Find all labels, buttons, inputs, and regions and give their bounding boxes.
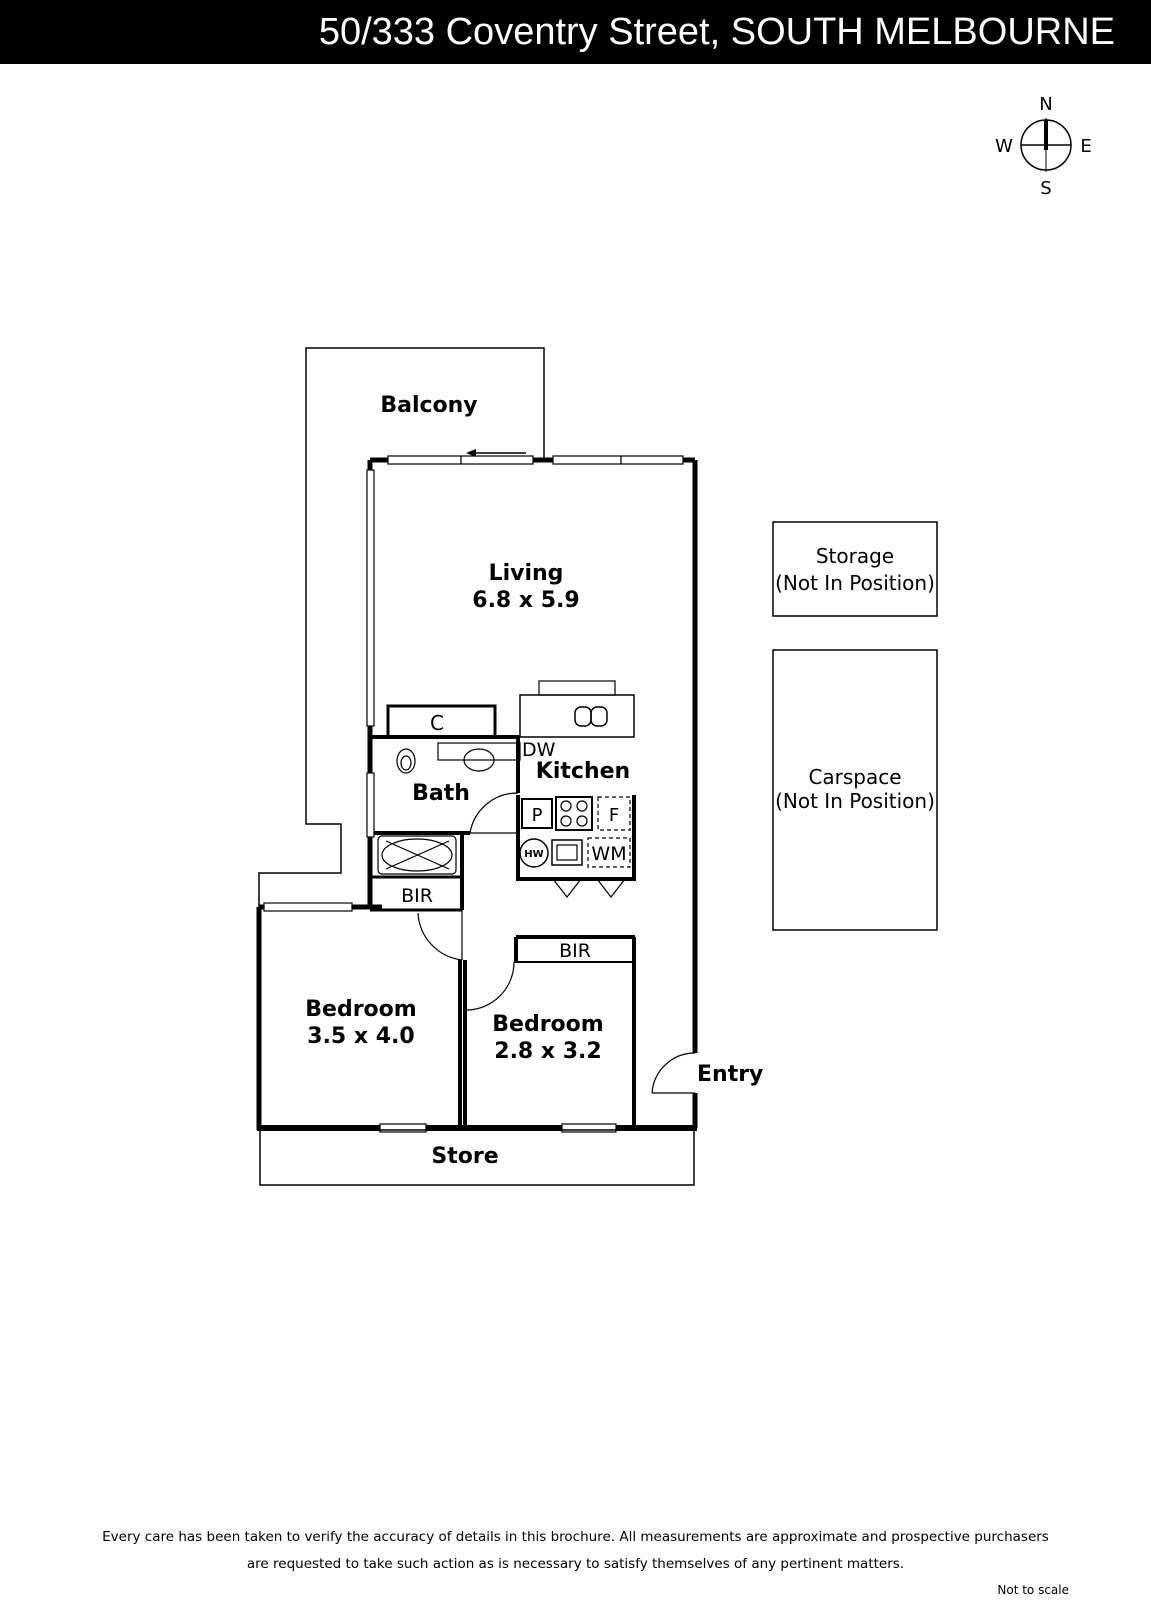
carspace-outline <box>772 649 938 931</box>
storage-label: Storage <box>816 544 894 568</box>
compass-icon: N E S W <box>995 94 1092 199</box>
disclaimer-line-1: Every care has been taken to verify the … <box>102 1529 1049 1545</box>
bedroom2-label: Bedroom <box>492 1012 603 1037</box>
cupboard <box>386 704 497 739</box>
balcony-outline <box>258 347 545 907</box>
sliding-door-arrow-icon <box>466 449 526 457</box>
storage-outline <box>772 521 938 617</box>
bedroom2-dimensions: 2.8 x 3.2 <box>494 1039 601 1064</box>
compass-north-label: N <box>1039 94 1052 115</box>
compass-west-label: W <box>995 136 1013 157</box>
balcony-label: Balcony <box>380 393 477 418</box>
living-label: Living <box>489 561 564 586</box>
kitchen-island <box>519 680 635 738</box>
store-outline <box>259 1129 695 1186</box>
storage-position-note: (Not In Position) <box>775 571 935 595</box>
fridge-label: F <box>609 805 619 826</box>
disclaimer-line-2: are requested to take such action as is … <box>246 1556 905 1572</box>
bath-fixtures <box>377 742 521 875</box>
scale-note: Not to scale <box>997 1583 1069 1597</box>
dishwasher-label: DW <box>522 739 556 761</box>
windows <box>263 455 684 1133</box>
header-bar: 50/333 Coventry Street, SOUTH MELBOURNE <box>0 0 1151 64</box>
bath-door-swing <box>469 792 519 834</box>
bedroom1-door-swing <box>417 910 463 961</box>
store-label: Store <box>431 1144 498 1169</box>
bath-label: Bath <box>412 781 470 806</box>
bedroom2-door-swing <box>465 961 515 1011</box>
bedroom1-dimensions: 3.5 x 4.0 <box>307 1024 414 1049</box>
page-title: 50/333 Coventry Street, SOUTH MELBOURNE <box>318 11 1115 53</box>
bir-label-1: BIR <box>401 885 433 907</box>
hot-water-label: HW <box>524 849 543 860</box>
entry-label: Entry <box>697 1062 763 1087</box>
entry-door-swing <box>651 1052 696 1094</box>
pantry-label: P <box>532 805 543 826</box>
carspace-label: Carspace <box>808 765 901 789</box>
cupboard-label: C <box>430 711 444 735</box>
compass-south-label: S <box>1040 178 1051 199</box>
compass-east-label: E <box>1080 136 1091 157</box>
bedroom1-label: Bedroom <box>305 997 416 1022</box>
washing-machine-label: WM <box>591 843 626 865</box>
disclaimer: Every care has been taken to verify the … <box>40 1524 1111 1578</box>
carspace-position-note: (Not In Position) <box>775 789 935 813</box>
kitchen-fixtures <box>519 796 631 898</box>
living-dimensions: 6.8 x 5.9 <box>472 588 579 613</box>
kitchen-label: Kitchen <box>536 759 630 784</box>
bir-label-2: BIR <box>559 940 591 962</box>
